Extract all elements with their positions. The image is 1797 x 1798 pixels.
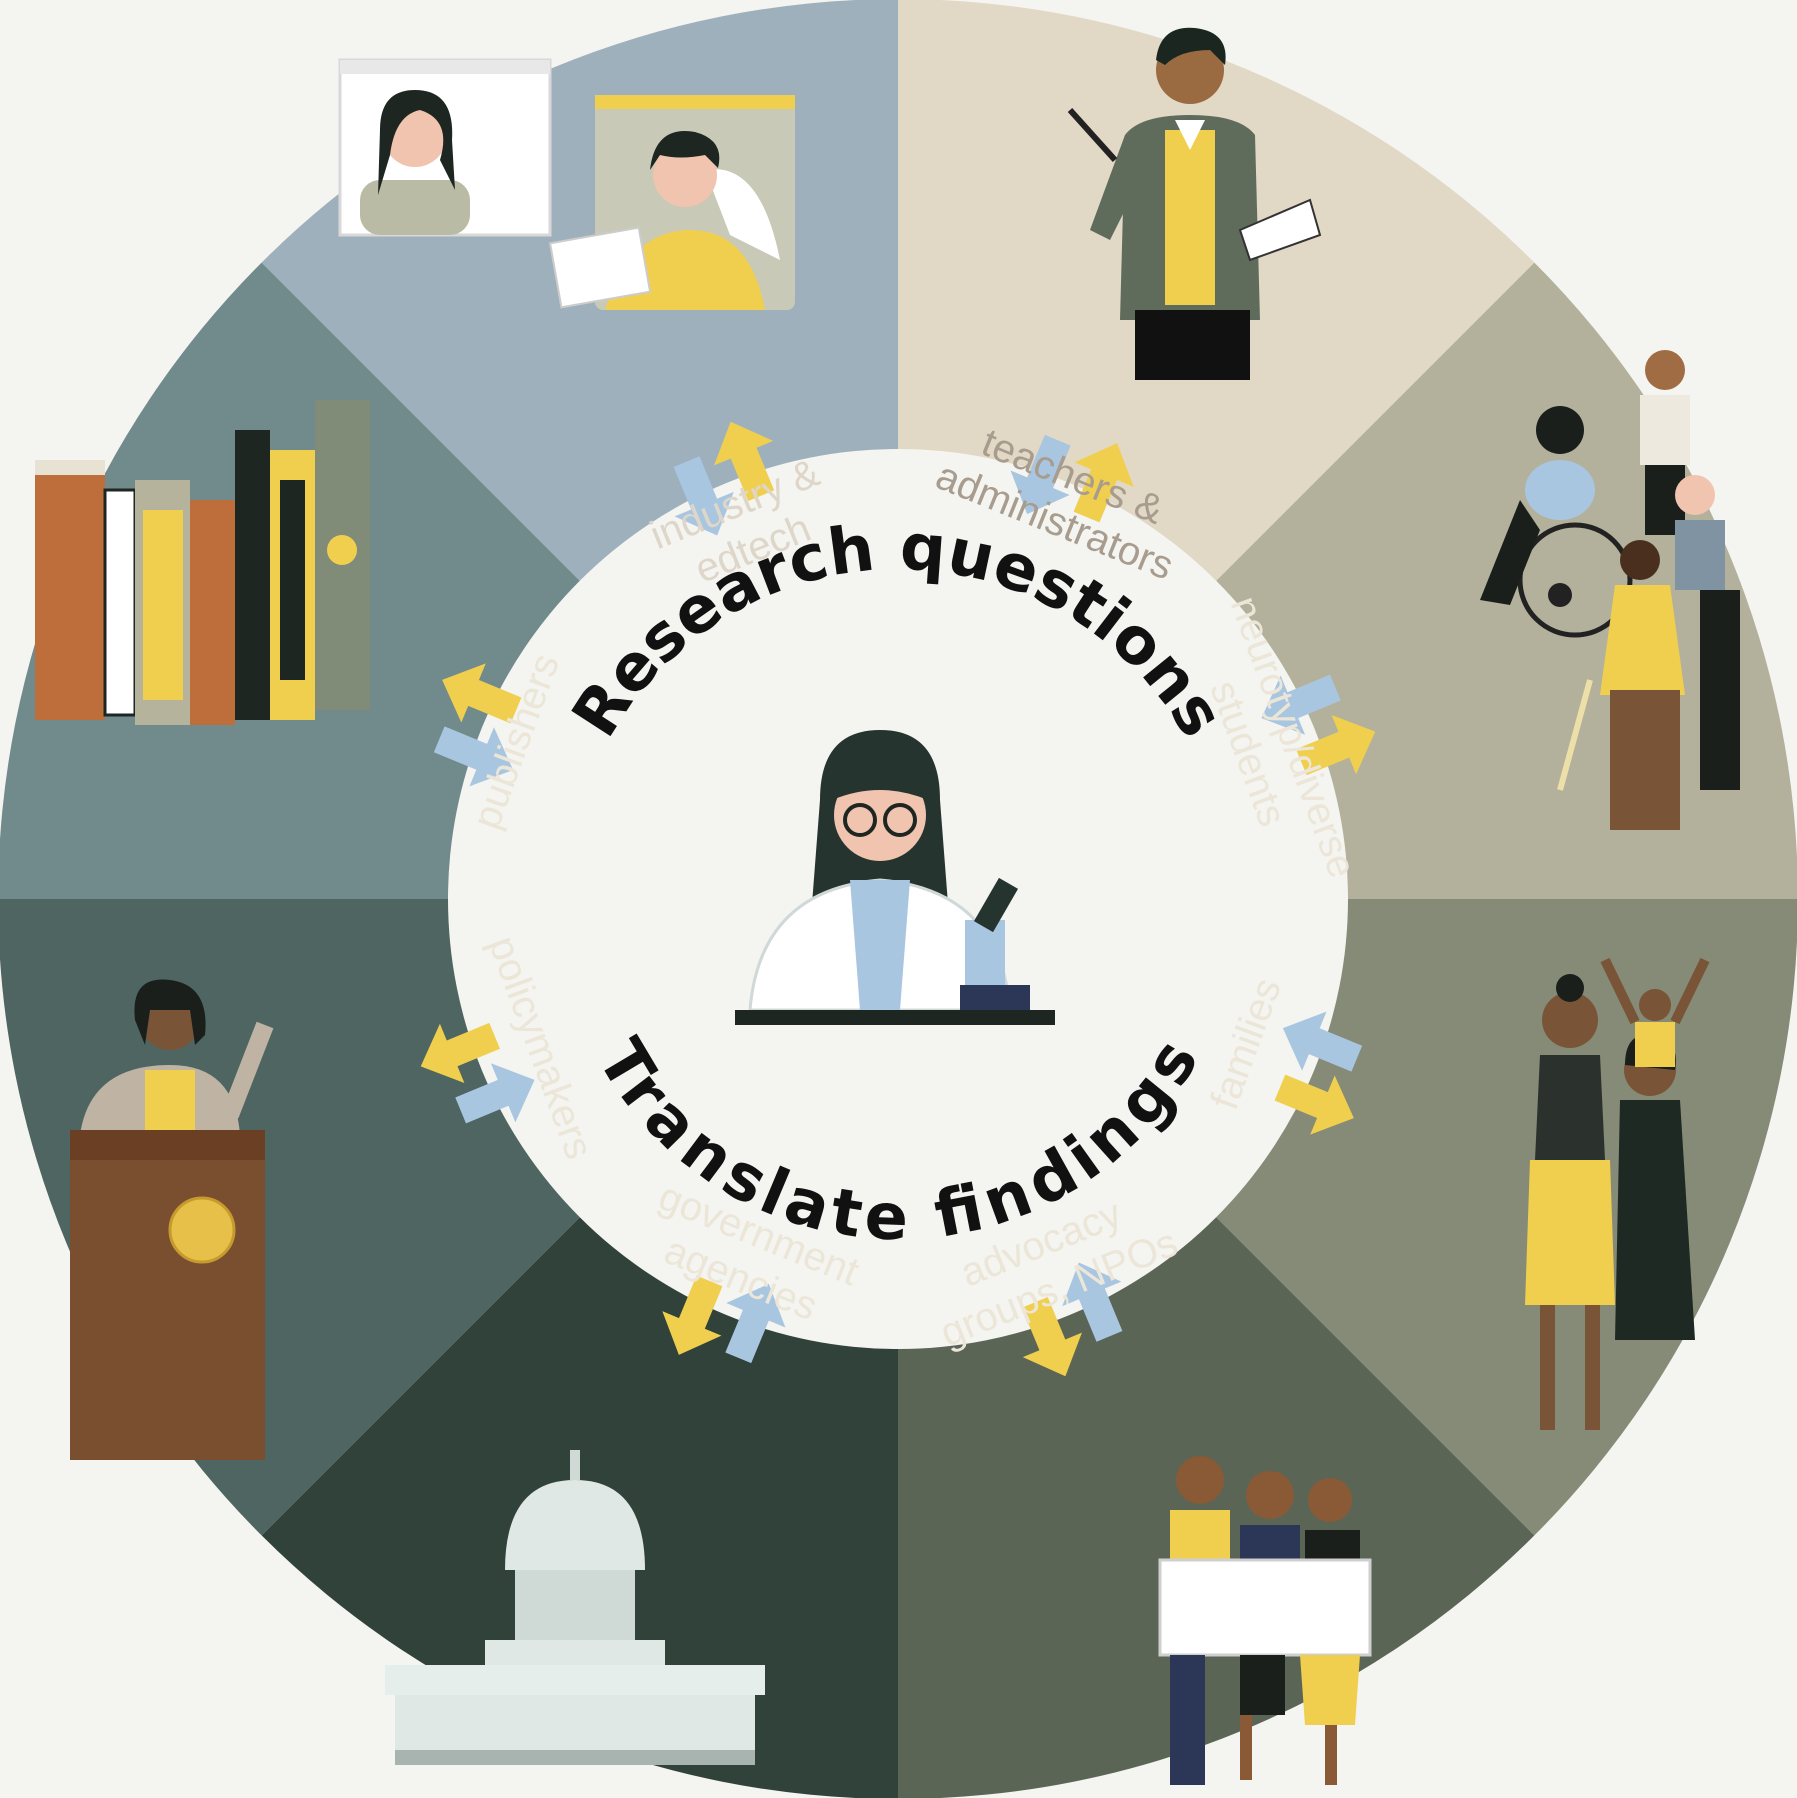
capitol-building-icon <box>385 1450 765 1765</box>
video-call-icon <box>338 58 795 310</box>
family-icon <box>1525 957 1710 1430</box>
segment-illustrations <box>35 27 1740 1785</box>
scientist-with-microscope-icon <box>735 730 1055 1025</box>
books-icon <box>35 400 370 725</box>
speaker-at-podium-icon <box>70 979 274 1460</box>
segment-label-government: governmentagencies <box>635 1174 865 1338</box>
diverse-students-icon <box>1480 350 1740 830</box>
protest-group-icon <box>1158 1456 1372 1785</box>
teacher-with-book-icon <box>1067 27 1322 380</box>
